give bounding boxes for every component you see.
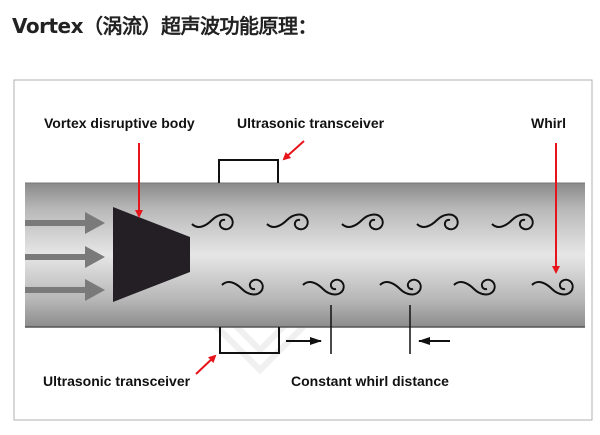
whirl-distance-marker [286, 305, 450, 354]
label-ultrasonic-transceiver-bottom: Ultrasonic transceiver [43, 373, 191, 389]
transceiver-top [218, 159, 279, 183]
transceiver-bottom-pointer-arrow [195, 354, 217, 375]
transceiver-top-pointer-arrow [282, 140, 305, 161]
pipe [25, 183, 585, 327]
vortex-disruptive-body [113, 207, 190, 302]
page-title: Vortex（涡流）超声波功能原理： [12, 14, 318, 38]
label-ultrasonic-transceiver-top: Ultrasonic transceiver [237, 115, 385, 131]
label-whirl: Whirl [531, 115, 566, 131]
label-constant-whirl-distance: Constant whirl distance [291, 373, 449, 389]
flow-arrows [25, 212, 105, 301]
transceiver-bottom [219, 327, 280, 354]
label-vortex-disruptive-body: Vortex disruptive body [44, 115, 195, 131]
